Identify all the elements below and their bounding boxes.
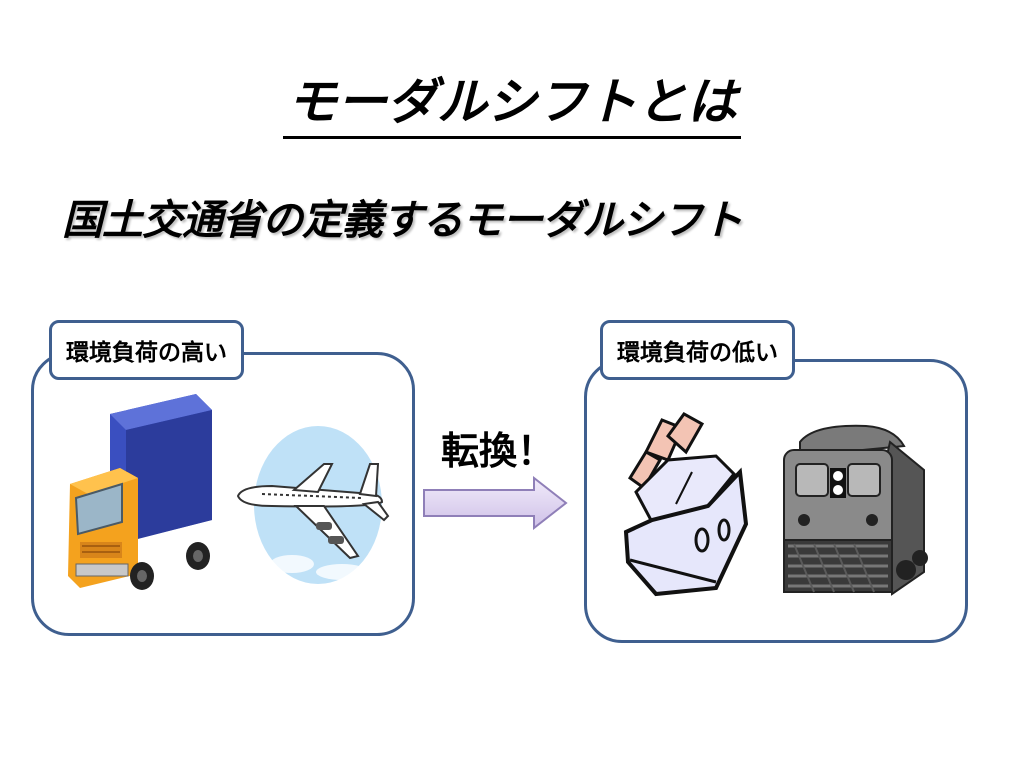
- slide-subtitle: 国土交通省の定義するモーダルシフト: [62, 196, 743, 244]
- right-arrow-icon: [423, 476, 568, 530]
- airplane-icon: [236, 426, 390, 584]
- low-impact-label: 環境負荷の低い: [600, 320, 795, 380]
- slide-title: モーダルシフトとは: [0, 62, 1024, 139]
- train-icon: [783, 424, 928, 596]
- ship-icon: [623, 412, 749, 597]
- high-impact-label: 環境負荷の高い: [49, 320, 244, 380]
- conversion-label: 転換！: [441, 429, 556, 473]
- truck-icon: [68, 394, 212, 590]
